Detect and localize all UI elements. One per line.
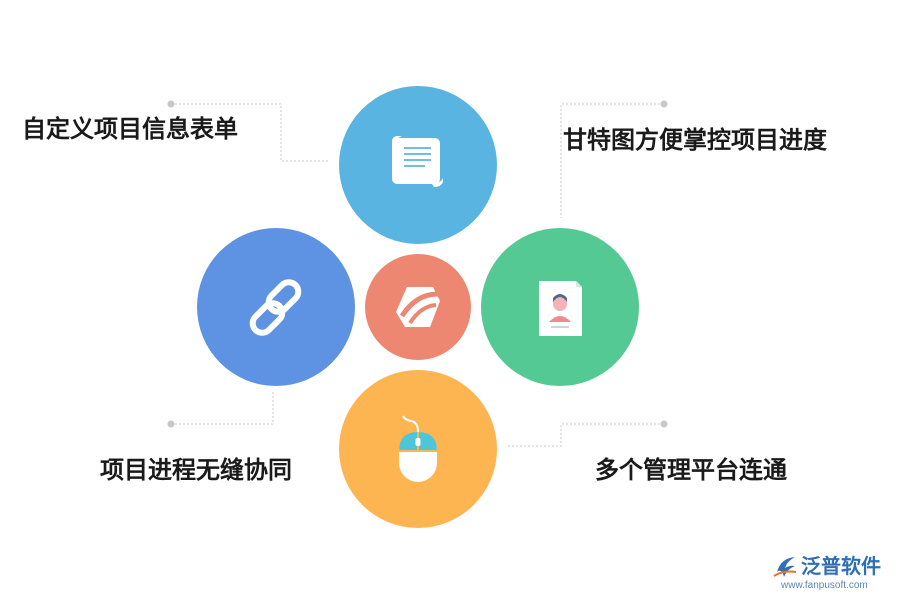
- feature-circle-left: [197, 228, 355, 386]
- connector-dot-bottom-right: [660, 420, 668, 428]
- center-circle: [365, 254, 471, 360]
- feature-circle-bottom: [339, 370, 497, 528]
- brand-url: www.fanpusoft.com: [781, 580, 868, 591]
- computer-mouse-icon: [399, 415, 437, 482]
- connector-bottom-left: [171, 392, 274, 425]
- brand-name: 泛普软件: [801, 554, 881, 578]
- connector-bottom-right: [507, 423, 664, 447]
- profile-card-icon: [539, 281, 582, 336]
- feature-label-top-left: 自定义项目信息表单: [22, 115, 238, 143]
- connector-dot-top-left: [167, 100, 175, 108]
- feature-circle-right: [481, 228, 639, 386]
- fanpu-logo-icon: [396, 287, 440, 327]
- scroll-document-icon: [392, 136, 443, 187]
- chain-link-icon: [249, 279, 302, 336]
- connector-dot-bottom-left: [167, 420, 175, 428]
- connector-top-right: [560, 103, 664, 218]
- feature-label-bottom-left: 项目进程无缝协同: [100, 456, 292, 484]
- connector-dot-top-right: [660, 100, 668, 108]
- brand-logo-icon: [773, 557, 797, 577]
- feature-circle-top: [339, 86, 497, 244]
- feature-label-bottom-right: 多个管理平台连通: [595, 456, 787, 484]
- feature-label-top-right: 甘特图方便掌控项目进度: [563, 126, 827, 154]
- brand-logo: 泛普软件 www.fanpusoft.com: [771, 552, 893, 596]
